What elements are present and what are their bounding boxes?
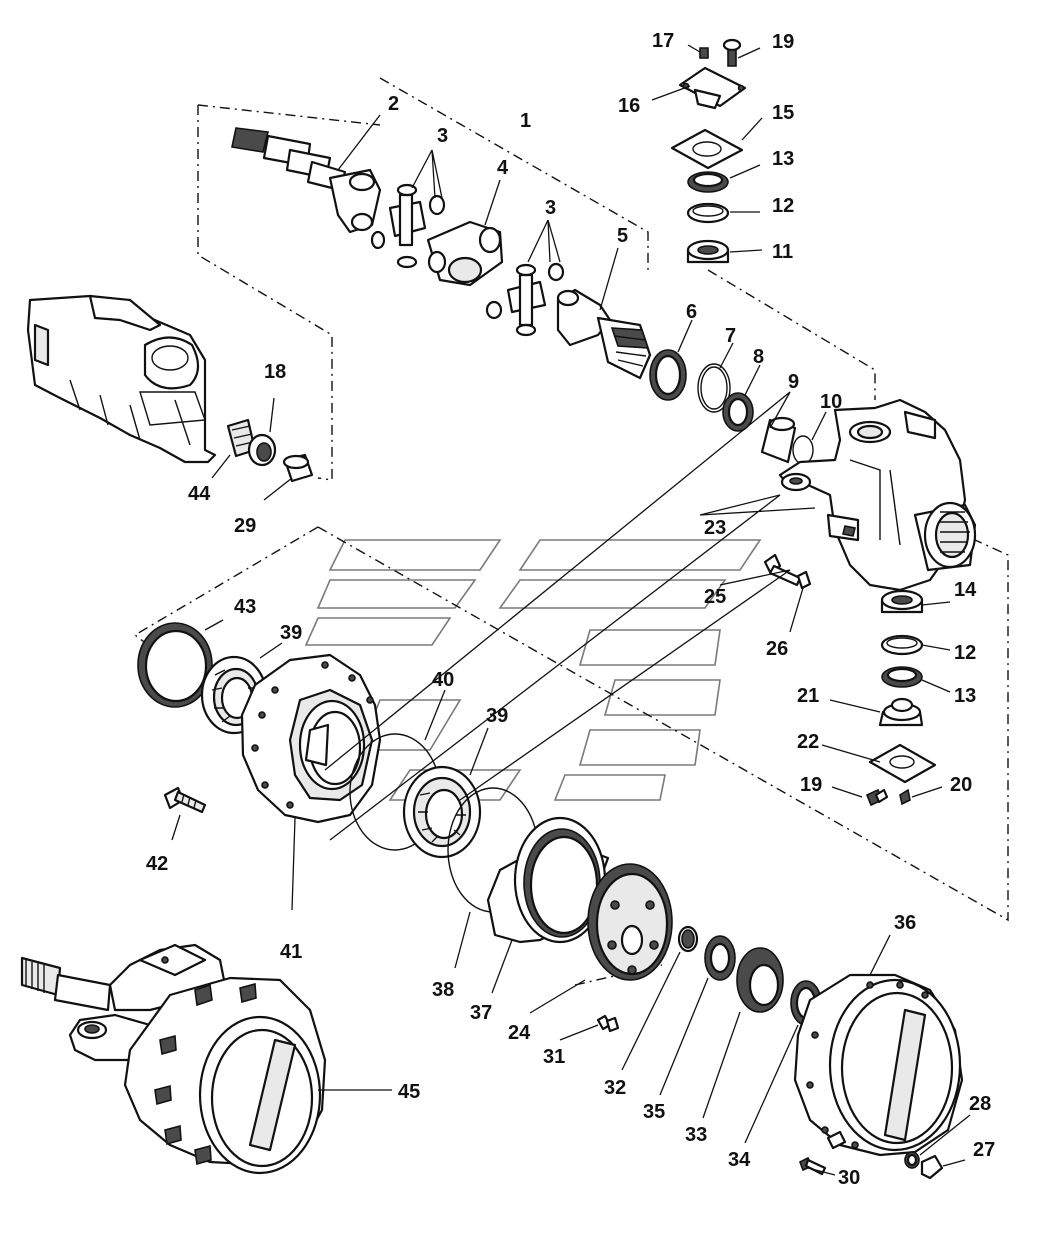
callout-38: 38 <box>432 979 454 1001</box>
callout-25: 25 <box>704 586 726 608</box>
bolt-25-nut-26 <box>763 553 812 590</box>
wheel-hub <box>240 653 382 824</box>
callout-36: 36 <box>894 912 916 934</box>
ring-40-bearing-39 <box>349 733 482 859</box>
callout-3: 3 <box>437 125 448 147</box>
assembled-wheel-end <box>20 943 327 1175</box>
callout-26: 26 <box>766 638 788 660</box>
drive-shaft-assembly <box>231 127 652 380</box>
callout-11: 11 <box>772 241 793 263</box>
callout-39: 39 <box>280 622 302 644</box>
callout-28: 28 <box>969 1093 991 1115</box>
plug-27-ring-28-screw-30 <box>798 1151 944 1180</box>
callout-19: 19 <box>772 31 794 53</box>
callout-15: 15 <box>772 102 794 124</box>
callout-20: 20 <box>950 774 972 796</box>
callout-42: 42 <box>146 853 168 875</box>
callout-6: 6 <box>686 301 697 323</box>
callout-10: 10 <box>820 391 842 413</box>
callout-23: 23 <box>704 517 726 539</box>
callout-7: 7 <box>725 325 736 347</box>
callout-21: 21 <box>797 685 819 707</box>
callout-labels: 1 2 3 4 3 5 6 7 8 9 10 11 12 13 15 16 17… <box>146 30 995 1189</box>
callout-34: 34 <box>728 1149 751 1171</box>
callout-27: 27 <box>973 1139 995 1161</box>
callout-37: 37 <box>470 1002 492 1024</box>
callout-39-second: 39 <box>486 705 508 727</box>
callout-29: 29 <box>234 515 256 537</box>
callout-8: 8 <box>753 346 764 368</box>
callout-18: 18 <box>264 361 286 383</box>
callout-41: 41 <box>280 941 302 963</box>
callout-32: 32 <box>604 1077 626 1099</box>
callout-2: 2 <box>388 93 399 115</box>
hub-cover <box>793 973 964 1157</box>
callout-13-second: 13 <box>954 685 976 707</box>
callout-17: 17 <box>652 30 674 52</box>
callout-12-second: 12 <box>954 642 976 664</box>
axle-housing-beam <box>26 294 217 464</box>
bushings-18-29-44 <box>226 418 314 483</box>
callout-9: 9 <box>788 371 799 393</box>
callout-5: 5 <box>617 225 628 247</box>
callout-4: 4 <box>497 157 509 179</box>
callout-40: 40 <box>432 669 454 691</box>
callout-44: 44 <box>188 483 211 505</box>
upper-kingpin-stack <box>670 38 747 264</box>
callout-31: 31 <box>543 1046 565 1068</box>
callout-35: 35 <box>643 1101 665 1123</box>
lower-kingpin-stack <box>865 589 937 807</box>
sun-gear-set <box>677 925 822 1026</box>
callout-13: 13 <box>772 148 794 170</box>
planet-carrier-24 <box>587 863 673 1033</box>
callout-14: 14 <box>954 579 977 601</box>
ring-38-ring-gear-37 <box>447 787 610 944</box>
steering-knuckle <box>778 398 977 592</box>
callout-16: 16 <box>618 95 640 117</box>
callout-24: 24 <box>508 1022 531 1044</box>
bolt-42 <box>163 786 207 814</box>
callout-3-second: 3 <box>545 197 556 219</box>
seal-stack-6-10 <box>649 349 814 465</box>
callout-30: 30 <box>838 1167 860 1189</box>
callout-45: 45 <box>398 1081 420 1103</box>
callout-33: 33 <box>685 1124 707 1146</box>
callout-19-second: 19 <box>800 774 822 796</box>
leader-lines <box>171 44 971 1176</box>
callout-1: 1 <box>520 110 531 132</box>
callout-22: 22 <box>797 731 819 753</box>
callout-12: 12 <box>772 195 794 217</box>
callout-43: 43 <box>234 596 256 618</box>
